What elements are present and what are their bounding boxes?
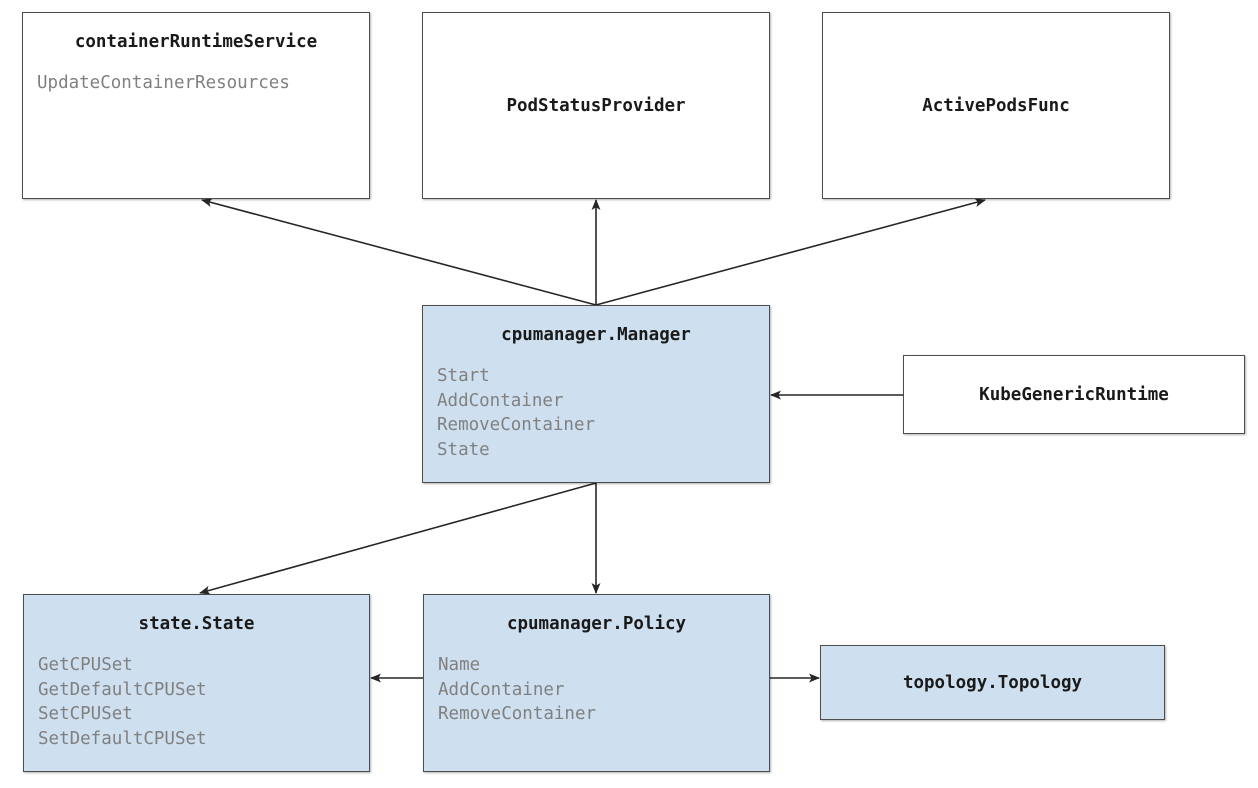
node-title: topology.Topology [902,672,1083,693]
node-method: GetDefaultCPUSet [38,679,207,700]
node-title: cpumanager.Policy [506,614,687,634]
edge-manager-to-containerRuntimeService [201,198,597,306]
node-method: AddContainer [437,390,564,411]
node-KubeGenericRuntime[interactable]: KubeGenericRuntime [903,355,1245,434]
node-method-list: UpdateContainerResources [23,71,369,96]
edge-manager-to-state [199,482,597,595]
edge-manager-to-activePodsFunc [595,198,986,306]
node-method: RemoveContainer [437,415,596,435]
node-title: containerRuntimeService [74,32,318,52]
node-topology.Topology[interactable]: topology.Topology [820,645,1165,720]
node-ActivePodsFunc[interactable]: ActivePodsFunc [822,12,1170,199]
node-method: UpdateContainerResources [37,73,290,93]
node-PodStatusProvider[interactable]: PodStatusProvider [422,12,770,199]
node-method: Name [438,655,481,675]
node-title: PodStatusProvider [506,95,686,116]
node-method: GetCPUSet [38,655,133,675]
node-title: ActivePodsFunc [922,95,1070,116]
node-title: cpumanager.Manager [501,325,691,345]
node-title: KubeGenericRuntime [979,384,1169,405]
node-method: SetDefaultCPUSet [38,728,207,749]
node-method: RemoveContainer [438,704,597,724]
node-title: state.State [138,614,255,634]
node-method: SetCPUSet [38,704,133,724]
node-method: State [437,439,490,460]
node-method: AddContainer [438,679,565,700]
node-method: Start [437,366,490,386]
